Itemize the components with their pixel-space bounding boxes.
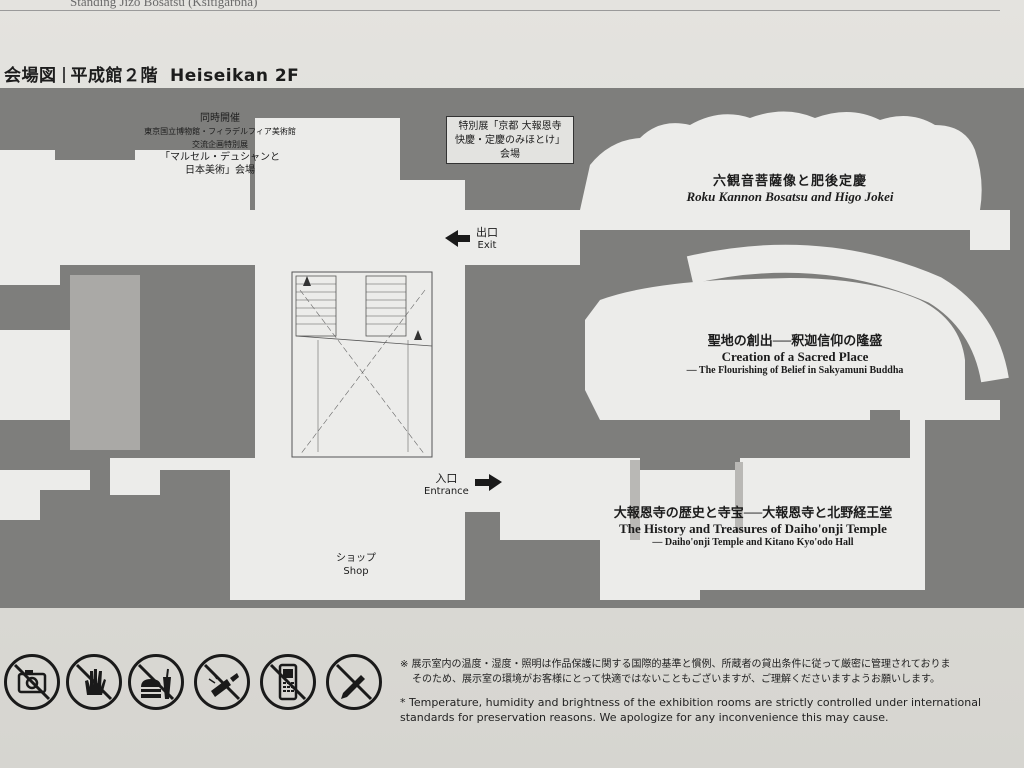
- escalator-step-lines: [296, 283, 406, 325]
- no-food-drink-icon: [128, 654, 184, 710]
- special-line-3: 会場: [500, 149, 520, 160]
- shop-label-jp: ショップ: [336, 553, 376, 564]
- room-daihoonji-en: The History and Treasures of Daiho'onji …: [619, 521, 887, 536]
- room-sacred-place-en-sub: — The Flourishing of Belief in Sakyamuni…: [686, 365, 904, 376]
- partition-1: [630, 460, 640, 540]
- entrance-label-jp: 入口: [435, 472, 458, 485]
- concurrent-line-3: 交流企画特別展: [192, 140, 248, 149]
- title-en: Heiseikan 2F: [170, 66, 300, 86]
- special-line-2: 快慶・定慶のみほとけ」: [455, 135, 565, 146]
- no-touching-icon: [66, 654, 122, 710]
- conservation-notes: ※ 展示室内の温度・湿度・照明は作品保護に関する国際的基準と慣例、所蔵者の貸出条…: [400, 657, 1000, 725]
- no-photography-icon: [4, 654, 60, 710]
- left-gallery-upper: [0, 150, 300, 285]
- escalator-up-arrow: [303, 276, 311, 286]
- note-jp-line-1: ※ 展示室内の温度・湿度・照明は作品保護に関する国際的基準と慣例、所蔵者の貸出条…: [400, 659, 951, 670]
- curved-ramp: [686, 244, 1009, 383]
- shop-label-en: Shop: [343, 566, 369, 577]
- concurrent-line-1: 同時開催: [200, 113, 240, 124]
- no-mobile-phone-icon: [260, 654, 316, 710]
- shop-label: ショップ Shop: [336, 552, 376, 578]
- title-jp-venue: 会場図: [4, 66, 57, 86]
- room-sacred-place-jp: 聖地の創出──釈迦信仰の隆盛: [707, 333, 883, 348]
- special-exhibit-box: 特別展「京都 大報恩寺 快慶・定慶のみほとけ」 会場: [446, 116, 574, 164]
- central-hall: [110, 118, 500, 600]
- title-divider: [62, 67, 65, 83]
- title-jp-building: 平成館２階: [70, 66, 158, 86]
- exit-label: 出口 Exit: [476, 226, 498, 252]
- room-roku-kannon-jp: 六観音菩薩像と肥後定慶: [712, 173, 867, 188]
- left-stair-block: [70, 275, 140, 450]
- escalator-steps-left: [295, 275, 337, 337]
- exit-label-jp: 出口: [476, 226, 498, 239]
- gallery-roku-kannon: [580, 111, 1010, 250]
- gallery-sacred-place: [585, 278, 1000, 420]
- entrance-arrow: [475, 474, 502, 491]
- concurrent-line-5: 日本美術」会場: [185, 165, 255, 176]
- room-sacred-place-en: Creation of a Sacred Place: [721, 349, 869, 364]
- room-daihoonji: 大報恩寺の歴史と寺宝──大報恩寺と北野経王堂 The History and T…: [568, 502, 938, 548]
- note-en: * Temperature, humidity and brightness o…: [400, 696, 982, 724]
- gallery-daihoonji: [500, 420, 925, 600]
- exit-arrow: [445, 230, 470, 247]
- no-pen-icon: [326, 654, 382, 710]
- room-daihoonji-jp: 大報恩寺の歴史と寺宝──大報恩寺と北野経王堂: [613, 505, 893, 520]
- void-diagonal-2: [299, 289, 426, 456]
- room-daihoonji-en-sub: — Daiho'onji Temple and Kitano Kyo'odo H…: [652, 537, 854, 548]
- concurrent-line-2: 東京国立博物館・フィラデルフィア美術館: [144, 127, 296, 136]
- escalator-edge: [295, 335, 433, 347]
- partition-2: [735, 462, 743, 532]
- escalator-steps-right: [365, 275, 407, 337]
- left-corridor-lower: [0, 470, 90, 520]
- exit-corridor: [465, 210, 580, 265]
- floor-plan: [0, 88, 1024, 608]
- room-sacred-place: 聖地の創出──釈迦信仰の隆盛 Creation of a Sacred Plac…: [640, 330, 950, 376]
- entrance-label: 入口 Entrance: [424, 472, 469, 498]
- special-line-1: 特別展「京都 大報恩寺: [458, 121, 562, 132]
- concurrent-line-4: 「マルセル・デュシャンと: [160, 152, 280, 163]
- header-rule: [0, 10, 1000, 11]
- note-jp-line-2: そのため、展示室の環境がお客様にとって快適ではないこともございますが、ご理解くだ…: [412, 674, 940, 685]
- running-header: Standing Jizo Bosatsu (Ksitigarbha): [0, 0, 1024, 16]
- escalator-well: [291, 271, 433, 458]
- concurrent-exhibit-label: 同時開催 東京国立博物館・フィラデルフィア美術館 交流企画特別展 「マルセル・デ…: [130, 112, 310, 177]
- exit-label-en: Exit: [477, 240, 497, 251]
- entrance-label-en: Entrance: [424, 486, 469, 497]
- room-roku-kannon-en: Roku Kannon Bosatsu and Higo Jokei: [686, 189, 894, 204]
- running-header-text: Standing Jizo Bosatsu (Ksitigarbha): [70, 0, 258, 9]
- room-roku-kannon: 六観音菩薩像と肥後定慶 Roku Kannon Bosatsu and Higo…: [640, 170, 940, 205]
- escalator-down-arrow: [414, 330, 422, 340]
- map-title: 会場図平成館２階 Heiseikan 2F: [4, 61, 299, 86]
- no-flash-icon: [194, 654, 250, 710]
